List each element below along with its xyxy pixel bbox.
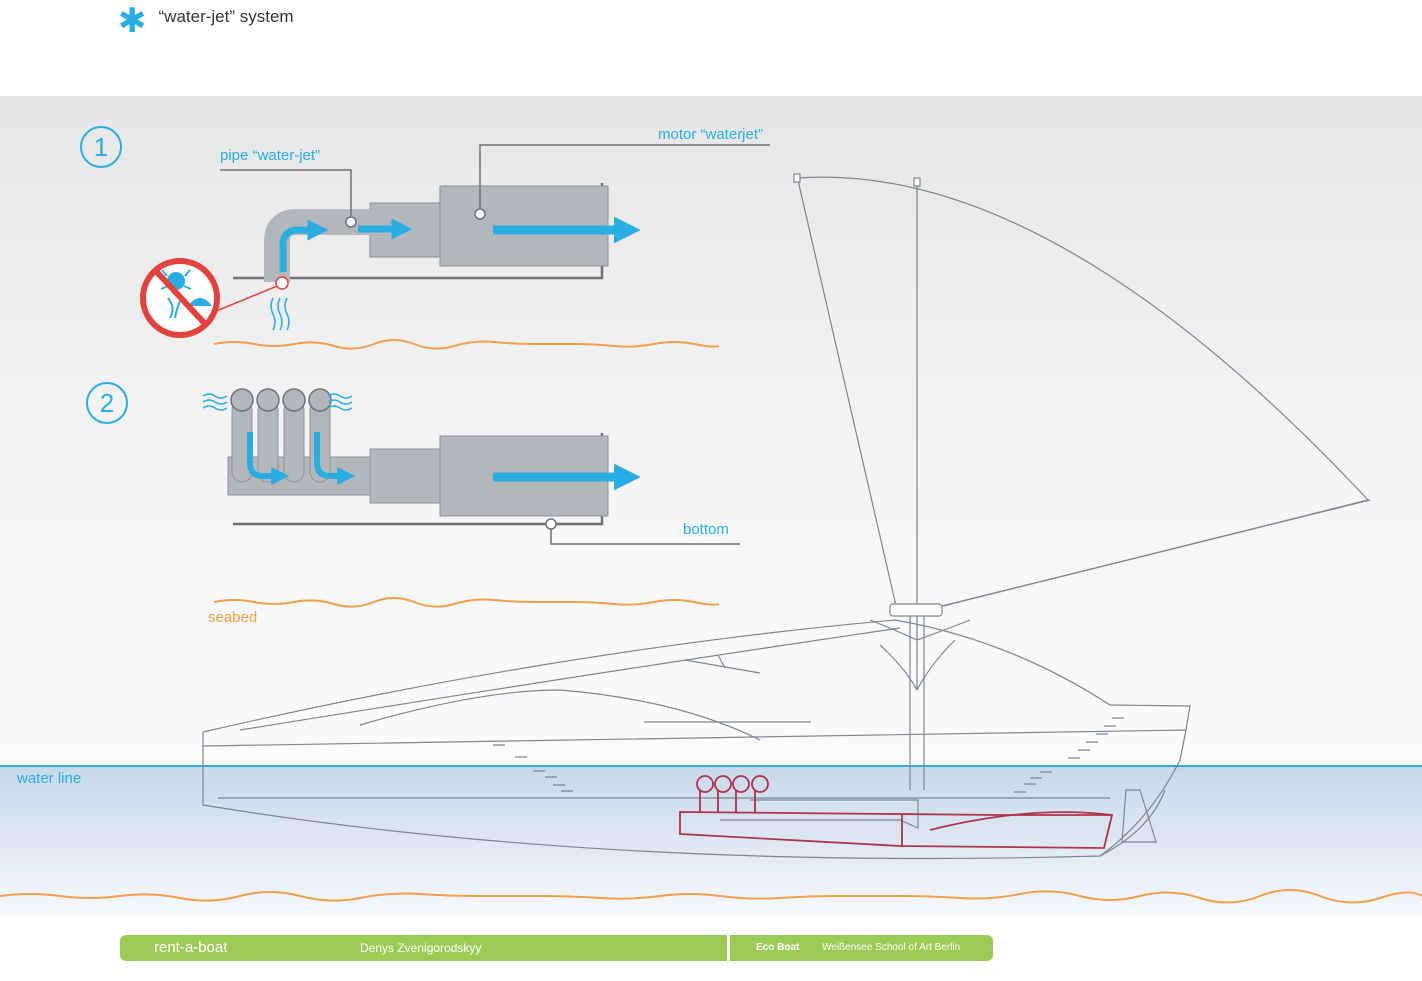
step-1-badge: 1	[80, 126, 122, 168]
footer-school: Weißensee School of Art Berlin	[822, 942, 961, 953]
label-bottom: bottom	[683, 521, 729, 538]
header: ✱ “water-jet” system	[118, 2, 294, 38]
label-motor: motor “waterjet”	[658, 126, 764, 143]
label-seabed: seabed	[208, 609, 258, 626]
step-2-badge: 2	[86, 382, 128, 424]
footer-right-bar: Eco Boat Weißensee School of Art Berlin	[730, 935, 993, 961]
seabed-line	[0, 889, 1422, 904]
footer-product: Eco Boat	[756, 942, 800, 953]
page-title: “water-jet” system	[158, 7, 294, 26]
label-pipe: pipe “water-jet”	[220, 147, 321, 164]
footer-left-bar: rent-a-boat Denys Zvenigorodskyy	[120, 935, 727, 961]
footer-project: rent-a-boat	[154, 939, 228, 956]
label-water-line: water line	[17, 770, 82, 787]
asterisk-icon: ✱	[118, 2, 147, 40]
boat-illustration	[202, 173, 1371, 860]
hull-jet-pipes	[679, 775, 1114, 849]
diagram-1	[213, 144, 770, 350]
no-sea-life-icon	[140, 258, 220, 338]
footer-bar: rent-a-boat Denys Zvenigorodskyy Eco Boa…	[120, 935, 993, 961]
footer-author: Denys Zvenigorodskyy	[360, 941, 482, 955]
diagram-2	[202, 388, 740, 608]
